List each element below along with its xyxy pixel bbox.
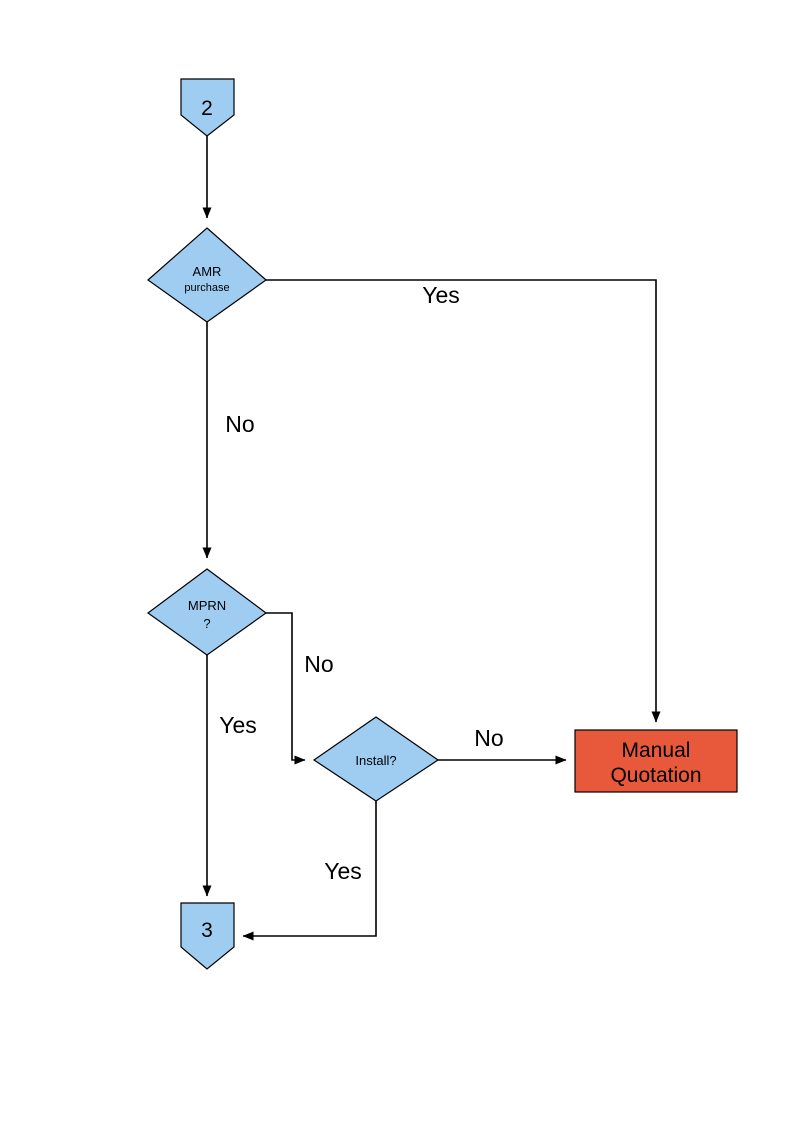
edge-label-mprn-no: No	[304, 651, 333, 677]
diamond-shape-amr	[147, 227, 267, 323]
edge-install-yes	[242, 801, 377, 941]
node-label-manual-line1: Manual	[622, 739, 691, 762]
node-start-2[interactable]: 2	[180, 78, 235, 137]
node-label-amr-line2: purchase	[184, 282, 229, 294]
node-label-mprn-line1: MPRN	[188, 598, 226, 613]
edge-amr-yes	[266, 279, 661, 723]
node-label-install: Install?	[355, 753, 396, 768]
diamond-shape-install	[312, 716, 440, 802]
node-label-start-2: 2	[201, 97, 213, 120]
rectangle-shape-manual-quotation	[574, 729, 738, 793]
node-install[interactable]: Install?	[312, 716, 440, 802]
node-amr-purchase[interactable]: AMR purchase	[147, 227, 267, 323]
node-label-mprn-line2: ?	[203, 616, 210, 631]
edge-label-mprn-yes: Yes	[219, 712, 257, 738]
edge-label-amr-yes: Yes	[422, 282, 460, 308]
edge-label-install-no: No	[474, 725, 503, 751]
pentagon-shape-2	[180, 78, 235, 137]
diamond-shape-mprn	[146, 568, 268, 656]
edge-label-install-yes: Yes	[324, 858, 362, 884]
node-label-end-3: 3	[201, 919, 213, 942]
node-mprn[interactable]: MPRN ?	[146, 568, 268, 656]
pentagon-shape-3	[180, 902, 235, 970]
node-label-amr-line1: AMR	[193, 264, 222, 279]
edge-label-amr-no: No	[225, 411, 254, 437]
node-label-manual-line2: Quotation	[610, 764, 701, 787]
node-manual-quotation[interactable]: Manual Quotation	[574, 729, 738, 793]
node-end-3[interactable]: 3	[180, 902, 235, 970]
edge-mprn-no	[266, 612, 306, 765]
